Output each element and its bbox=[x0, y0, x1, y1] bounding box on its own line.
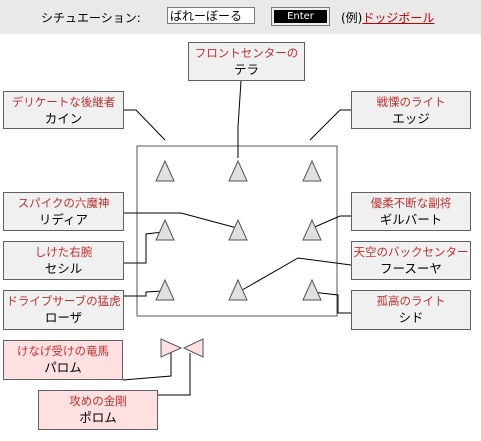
player-box-left-top: デリケートな後継者 カイン bbox=[3, 91, 124, 129]
player-role: デリケートな後継者 bbox=[11, 95, 116, 109]
player-box-right-mid: 優柔不断な副将 ギルバート bbox=[351, 192, 471, 231]
situation-label: シチュエーション: bbox=[41, 11, 141, 25]
player-role: 孤高のライト bbox=[376, 294, 446, 308]
situation-input[interactable] bbox=[167, 7, 255, 24]
player-marker-left-front bbox=[155, 159, 175, 182]
player-name: フースーヤ bbox=[380, 261, 442, 276]
player-name: ギルバート bbox=[379, 212, 443, 227]
player-name: セシル bbox=[44, 261, 83, 276]
player-marker-right-mid bbox=[302, 218, 322, 241]
player-name: リディア bbox=[38, 212, 89, 227]
player-role: ドライブサーブの猛虎 bbox=[6, 294, 121, 308]
player-marker-left-back bbox=[155, 278, 175, 301]
connector-lines bbox=[122, 80, 352, 402]
bench-marker-right bbox=[182, 338, 204, 358]
player-name: カイン bbox=[44, 111, 83, 126]
player-role: フロントセンターの bbox=[194, 46, 299, 60]
player-box-right-lower: 天空のバックセンター フースーヤ bbox=[351, 241, 471, 280]
toolbar: シチュエーション: Enter (例)ドッジボール bbox=[0, 0, 481, 34]
enter-button[interactable]: Enter bbox=[271, 7, 330, 26]
bench-marker-left bbox=[160, 338, 183, 358]
player-marker-center-mid bbox=[228, 218, 248, 241]
player-marker-left-mid bbox=[155, 218, 175, 241]
player-marker-center-back bbox=[228, 278, 248, 301]
example-prefix: (例) bbox=[341, 11, 363, 25]
player-marker-right-back bbox=[302, 278, 322, 301]
player-role: 優柔不断な副将 bbox=[370, 196, 452, 210]
player-role: しけた右腕 bbox=[34, 245, 93, 259]
player-role: 戦慄のライト bbox=[376, 95, 446, 109]
player-box-left-lower: しけた右腕 セシル bbox=[3, 241, 124, 280]
player-name: ポロム bbox=[79, 410, 117, 425]
player-name: エッジ bbox=[392, 111, 430, 126]
player-name: ローザ bbox=[44, 310, 83, 325]
player-box-left-bottom: ドライブサーブの猛虎 ローザ bbox=[3, 290, 124, 330]
enter-button-label: Enter bbox=[274, 10, 327, 23]
player-box-left-mid: スパイクの六魔神 リディア bbox=[3, 192, 124, 231]
player-marker-center-front bbox=[228, 159, 248, 182]
example-hint: (例)ドッジボール bbox=[341, 9, 434, 26]
player-role: 天空のバックセンター bbox=[353, 245, 469, 259]
bench-box-2: 攻めの金剛 ポロム bbox=[38, 390, 158, 430]
player-marker-right-front bbox=[302, 159, 322, 182]
player-box-right-bottom: 孤高のライト シド bbox=[351, 290, 471, 330]
player-name: テラ bbox=[233, 62, 259, 77]
player-name: パロム bbox=[44, 360, 82, 375]
player-role: スパイクの六魔神 bbox=[17, 196, 110, 210]
player-name: シド bbox=[398, 310, 424, 325]
court-outline bbox=[136, 145, 338, 317]
player-role: けなげ受けの竜馬 bbox=[17, 344, 109, 358]
player-box-front-center: フロントセンターの テラ bbox=[188, 42, 305, 81]
player-role: 攻めの金剛 bbox=[69, 394, 127, 408]
player-box-right-top: 戦慄のライト エッジ bbox=[351, 91, 471, 129]
bench-box-1: けなげ受けの竜馬 パロム bbox=[3, 340, 123, 380]
example-link[interactable]: ドッジボール bbox=[362, 11, 435, 25]
